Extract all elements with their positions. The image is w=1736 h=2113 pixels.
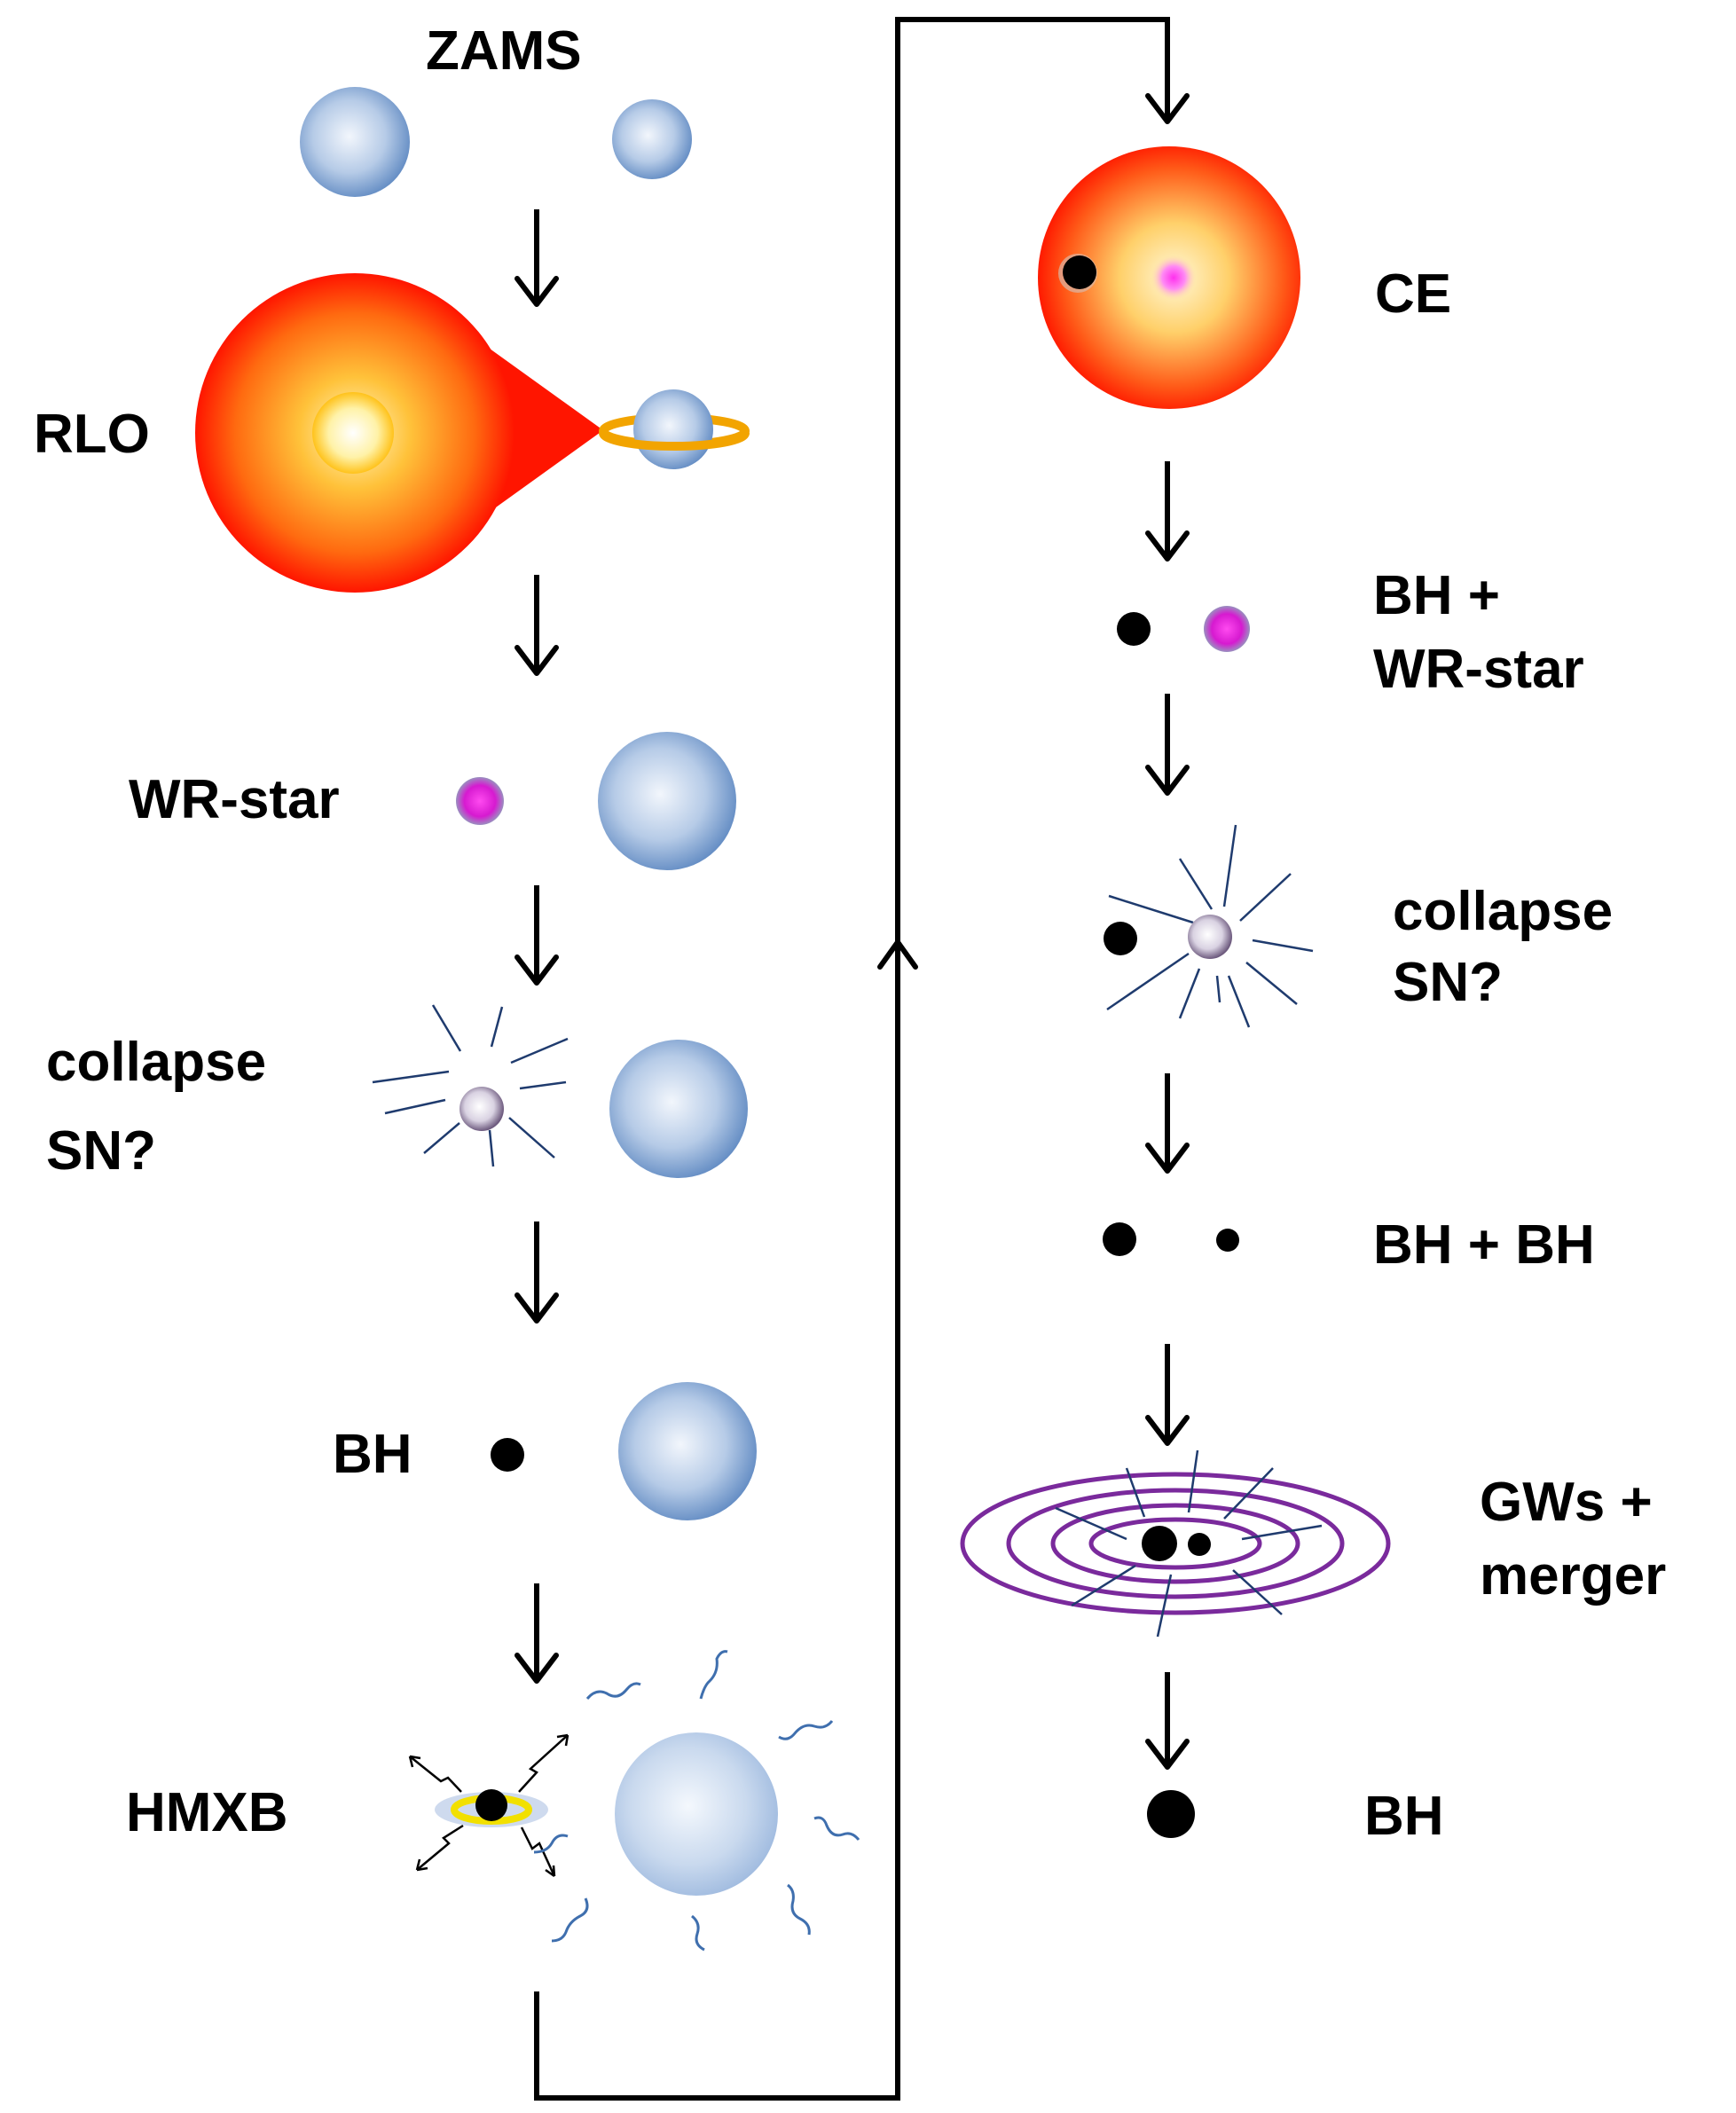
hmxb-black-hole <box>475 1789 507 1821</box>
merging-black-hole-1 <box>1142 1526 1177 1561</box>
label-collapse-right: collapse <box>1393 881 1613 942</box>
arrow-down-8 <box>1145 1073 1190 1174</box>
label-bh-plus: BH + <box>1373 565 1500 626</box>
connector-path <box>534 17 1190 2101</box>
label-merger: merger <box>1480 1545 1666 1606</box>
label-hmxb: HMXB <box>126 1782 288 1843</box>
rlo-donor-core <box>312 392 394 474</box>
arrow-down-3 <box>515 885 559 986</box>
collapsing-core-right <box>1188 915 1232 959</box>
merger-rays <box>1055 1449 1323 1638</box>
zams-primary-star <box>300 87 410 197</box>
supernova-rays-left <box>372 1004 569 1167</box>
rlo-donor-star <box>195 273 603 593</box>
black-hole-binary-1 <box>1103 1222 1136 1256</box>
arrow-down-6 <box>1145 461 1190 562</box>
merging-black-hole-2 <box>1188 1533 1211 1556</box>
black-hole-right-2 <box>1104 922 1137 955</box>
hmxb-donor-star <box>615 1732 778 1896</box>
ce-black-hole <box>1063 255 1096 289</box>
label-wr-star: WR-star <box>129 769 340 830</box>
collapsing-core-left <box>460 1087 504 1131</box>
arrow-down-9 <box>1145 1344 1190 1446</box>
ce-wr-core <box>1151 255 1197 301</box>
wr-star-right <box>1204 606 1250 652</box>
black-hole-binary-2 <box>1216 1229 1239 1252</box>
arrow-down-10 <box>1145 1672 1190 1770</box>
wr-star <box>456 777 504 825</box>
label-wr-star-right: WR-star <box>1373 639 1584 700</box>
stellar-wind-lines <box>533 1650 860 1952</box>
rlo-accretor-star <box>599 389 750 469</box>
bh-companion-star <box>618 1382 757 1520</box>
arrow-down-2 <box>515 575 559 676</box>
wr-companion-star <box>598 732 736 870</box>
gravitational-wave-rings <box>960 1472 1391 1615</box>
label-bh-final: BH <box>1364 1786 1444 1847</box>
arrow-down-4 <box>515 1221 559 1324</box>
label-rlo: RLO <box>34 404 150 465</box>
xray-emission-arrows <box>408 1733 570 1878</box>
zams-secondary-star <box>612 99 692 179</box>
label-sn-left: SN? <box>46 1120 156 1182</box>
collapse-companion-star-left <box>609 1040 748 1178</box>
supernova-rays-right <box>1106 824 1314 1028</box>
label-ce: CE <box>1375 263 1451 325</box>
black-hole-left <box>491 1438 524 1472</box>
label-zams: ZAMS <box>426 20 582 82</box>
label-gws: GWs + <box>1480 1472 1653 1533</box>
label-sn-right: SN? <box>1393 952 1503 1013</box>
final-black-hole <box>1147 1790 1195 1838</box>
label-bh-left: BH <box>333 1424 412 1485</box>
label-collapse-left: collapse <box>46 1032 266 1093</box>
black-hole-right-1 <box>1117 612 1151 646</box>
hmxb-accretion-disk <box>435 1789 548 1827</box>
arrow-down-1 <box>515 209 559 307</box>
arrow-down-7 <box>1145 694 1190 796</box>
arrow-down-5 <box>515 1583 559 1684</box>
label-bh-plus-bh: BH + BH <box>1373 1214 1595 1276</box>
